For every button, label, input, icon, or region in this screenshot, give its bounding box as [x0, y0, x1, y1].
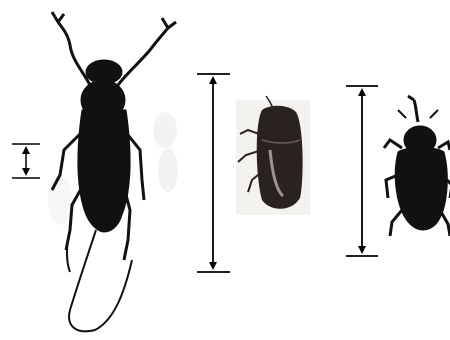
mid-scale-bar — [197, 74, 230, 272]
small-scale-bar — [12, 144, 40, 178]
right-scale-bar — [346, 86, 378, 256]
left-antenna — [52, 12, 90, 85]
longhorn-beetle-silhouette — [52, 12, 176, 331]
right-antenna — [118, 18, 176, 85]
weevil-body — [395, 148, 447, 231]
bark-beetle-photo — [236, 96, 310, 215]
weevil-silhouette — [384, 96, 450, 236]
longhorn-body — [78, 110, 130, 232]
